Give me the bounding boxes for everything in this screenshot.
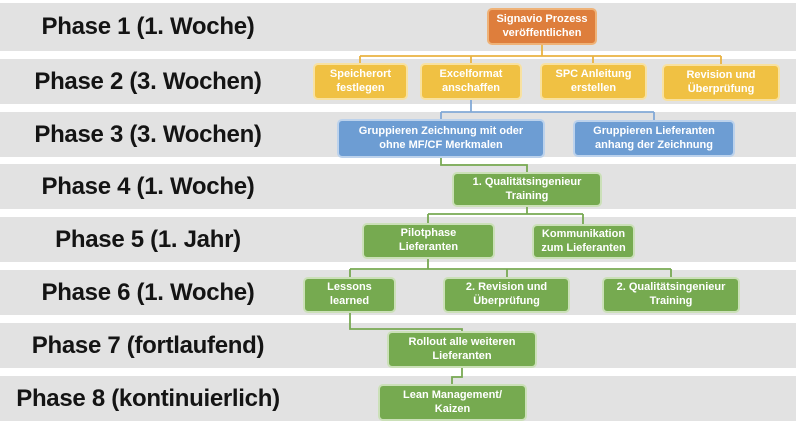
connector-phase1-to-phase2 [359,45,722,64]
flow-box-speicherort-festlegen: Speicherort festlegen [313,63,408,100]
flow-box-kommunikation-lieferanten: Kommunikation zum Lieferanten [532,224,635,259]
flow-box-spc-anleitung: SPC Anleitung erstellen [540,63,647,100]
flow-box-gruppieren-lieferanten: Gruppieren Lieferanten anhang der Zeichn… [573,120,735,157]
connector-phase7-to-phase8 [451,368,463,384]
flow-box-revision-ueberpruefung-2: 2. Revision und Überprüfung [443,277,570,313]
flow-box-qualitaetsingenieur-training-2: 2. Qualitätsingenieur Training [602,277,740,313]
phase-label-7: Phase 7 (fortlaufend) [31,331,265,359]
phase-label-1: Phase 1 (1. Woche) [41,13,255,40]
flow-box-rollout-lieferanten: Rollout alle weiteren Lieferanten [387,331,537,368]
phase-label-3: Phase 3 (3. Wochen) [34,120,262,148]
flow-box-excelformat-anschaffen: Excelformat anschaffen [420,63,522,100]
phase-row-4: Phase 4 (1. Woche) [0,164,796,209]
flow-box-lean-management-kaizen: Lean Management/ Kaizen [378,384,527,421]
flow-box-gruppieren-zeichnung: Gruppieren Zeichnung mit oder ohne MF/CF… [337,119,545,158]
flow-box-pilotphase-lieferanten: Pilotphase Lieferanten [362,223,495,259]
phase-label-6: Phase 6 (1. Woche) [41,278,255,306]
phase-label-5: Phase 5 (1. Jahr) [55,225,241,253]
flow-box-signavio-prozess: Signavio Prozess veröffentlichen [487,8,597,45]
connector-phase5-to-phase6 [349,259,672,277]
phase-label-2: Phase 2 (3. Wochen) [34,67,262,95]
phase-label-4: Phase 4 (1. Woche) [41,172,255,200]
flow-box-qualitaetsingenieur-training-1: 1. Qualitätsingenieur Training [452,172,602,207]
connector-phase6-to-phase7 [349,313,463,331]
connector-phase3-to-phase4 [440,158,528,172]
flow-box-revision-ueberpruefung-1: Revision und Überprüfung [662,64,780,101]
flow-box-lessons-learned: Lessons learned [303,277,396,313]
phase-row-1: Phase 1 (1. Woche) [0,3,796,51]
connector-phase4-to-phase5 [427,207,584,224]
phase-label-8: Phase 8 (kontinuierlich) [16,384,280,412]
connector-phase2-to-phase3 [440,100,655,120]
